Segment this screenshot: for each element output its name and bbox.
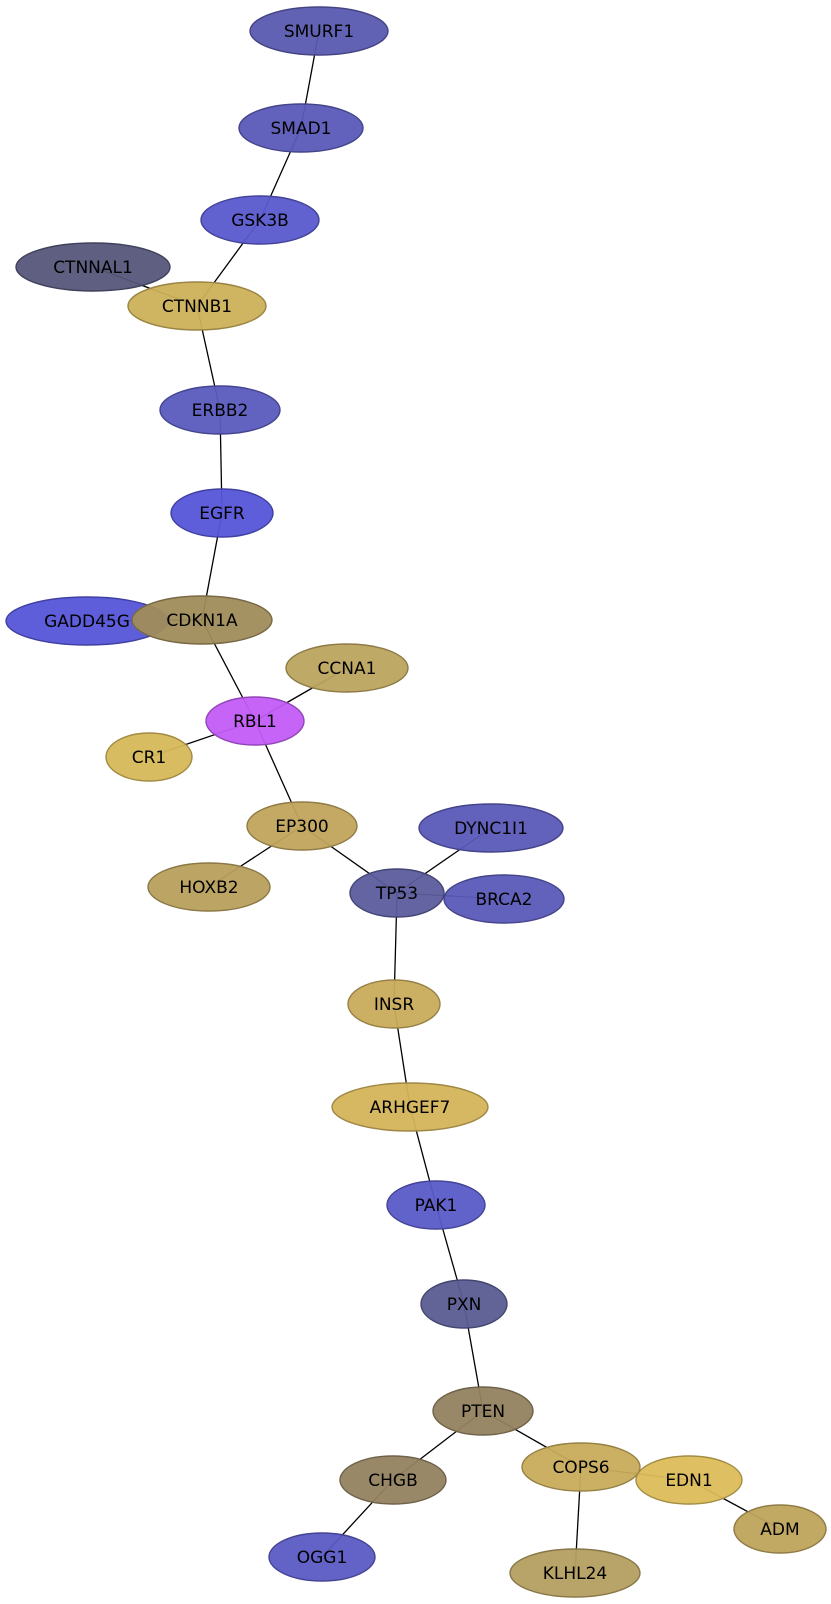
- node-ellipse: [349, 868, 445, 918]
- node-label: PAK1: [415, 1196, 458, 1216]
- node-label: CR1: [132, 748, 167, 768]
- node-pten[interactable]: PTEN: [432, 1386, 534, 1436]
- node-label: HOXB2: [179, 878, 238, 898]
- node-gsk3b[interactable]: GSK3B: [200, 195, 320, 245]
- node-brca2[interactable]: BRCA2: [443, 874, 565, 924]
- node-label: OGG1: [297, 1548, 348, 1568]
- node-edn1[interactable]: EDN1: [635, 1455, 743, 1505]
- node-label: EGFR: [199, 504, 245, 524]
- node-ellipse: [170, 488, 274, 538]
- node-dync1i1[interactable]: DYNC1I1: [418, 803, 564, 853]
- node-ellipse: [285, 643, 409, 693]
- node-hoxb2[interactable]: HOXB2: [147, 862, 271, 912]
- node-ellipse: [521, 1442, 641, 1492]
- node-ellipse: [432, 1386, 534, 1436]
- node-smurf1[interactable]: SMURF1: [249, 6, 389, 56]
- node-tp53[interactable]: TP53: [349, 868, 445, 918]
- node-egfr[interactable]: EGFR: [170, 488, 274, 538]
- node-ellipse: [347, 979, 441, 1029]
- node-ellipse: [386, 1180, 486, 1230]
- node-label: GSK3B: [231, 211, 289, 231]
- node-label: BRCA2: [476, 890, 533, 910]
- node-ellipse: [420, 1279, 508, 1329]
- node-adm[interactable]: ADM: [733, 1504, 827, 1554]
- node-label: EP300: [275, 817, 328, 837]
- node-ellipse: [15, 242, 171, 292]
- node-ogg1[interactable]: OGG1: [268, 1532, 376, 1582]
- node-label: ERBB2: [192, 401, 249, 421]
- node-ellipse: [200, 195, 320, 245]
- node-label: KLHL24: [543, 1564, 608, 1584]
- node-label: ADM: [760, 1520, 799, 1540]
- node-label: ARHGEF7: [370, 1098, 451, 1118]
- node-insr[interactable]: INSR: [347, 979, 441, 1029]
- node-label: EDN1: [665, 1471, 712, 1491]
- node-label: CTNNAL1: [53, 258, 133, 278]
- node-ellipse: [249, 6, 389, 56]
- node-arhgef7[interactable]: ARHGEF7: [331, 1082, 489, 1132]
- node-label: TP53: [375, 884, 418, 904]
- node-erbb2[interactable]: ERBB2: [159, 385, 281, 435]
- node-ellipse: [205, 696, 305, 746]
- node-label: CDKN1A: [166, 611, 238, 631]
- node-ellipse: [733, 1504, 827, 1554]
- node-label: GADD45G: [44, 612, 130, 632]
- node-chgb[interactable]: CHGB: [339, 1455, 447, 1505]
- node-pxn[interactable]: PXN: [420, 1279, 508, 1329]
- node-label: DYNC1I1: [454, 819, 528, 839]
- node-label: RBL1: [233, 712, 277, 732]
- node-ellipse: [147, 862, 271, 912]
- node-smad1[interactable]: SMAD1: [238, 103, 364, 153]
- node-label: PXN: [447, 1295, 482, 1315]
- node-ellipse: [443, 874, 565, 924]
- node-klhl24[interactable]: KLHL24: [509, 1548, 641, 1598]
- node-label: COPS6: [552, 1458, 609, 1478]
- node-ctnnal1[interactable]: CTNNAL1: [15, 242, 171, 292]
- node-ellipse: [105, 732, 193, 782]
- node-ellipse: [635, 1455, 743, 1505]
- node-label: SMURF1: [284, 22, 354, 42]
- node-label: CTNNB1: [162, 297, 232, 317]
- node-ellipse: [127, 281, 267, 331]
- node-gadd45g[interactable]: GADD45G: [5, 596, 169, 646]
- node-ellipse: [418, 803, 564, 853]
- node-ellipse: [159, 385, 281, 435]
- node-cr1[interactable]: CR1: [105, 732, 193, 782]
- node-pak1[interactable]: PAK1: [386, 1180, 486, 1230]
- edges-layer: [86, 30, 781, 1574]
- node-cops6[interactable]: COPS6: [521, 1442, 641, 1492]
- node-ellipse: [131, 595, 273, 645]
- node-rbl1[interactable]: RBL1: [205, 696, 305, 746]
- node-ellipse: [268, 1532, 376, 1582]
- node-label: SMAD1: [271, 119, 332, 139]
- node-label: PTEN: [461, 1402, 505, 1422]
- node-label: CCNA1: [318, 659, 377, 679]
- node-label: CHGB: [368, 1471, 418, 1491]
- node-ep300[interactable]: EP300: [246, 801, 358, 851]
- node-label: INSR: [374, 995, 415, 1015]
- node-ellipse: [246, 801, 358, 851]
- node-ctnnb1[interactable]: CTNNB1: [127, 281, 267, 331]
- node-ccna1[interactable]: CCNA1: [285, 643, 409, 693]
- node-ellipse: [509, 1548, 641, 1598]
- node-ellipse: [339, 1455, 447, 1505]
- node-ellipse: [238, 103, 364, 153]
- node-ellipse: [331, 1082, 489, 1132]
- node-cdkn1a[interactable]: CDKN1A: [131, 595, 273, 645]
